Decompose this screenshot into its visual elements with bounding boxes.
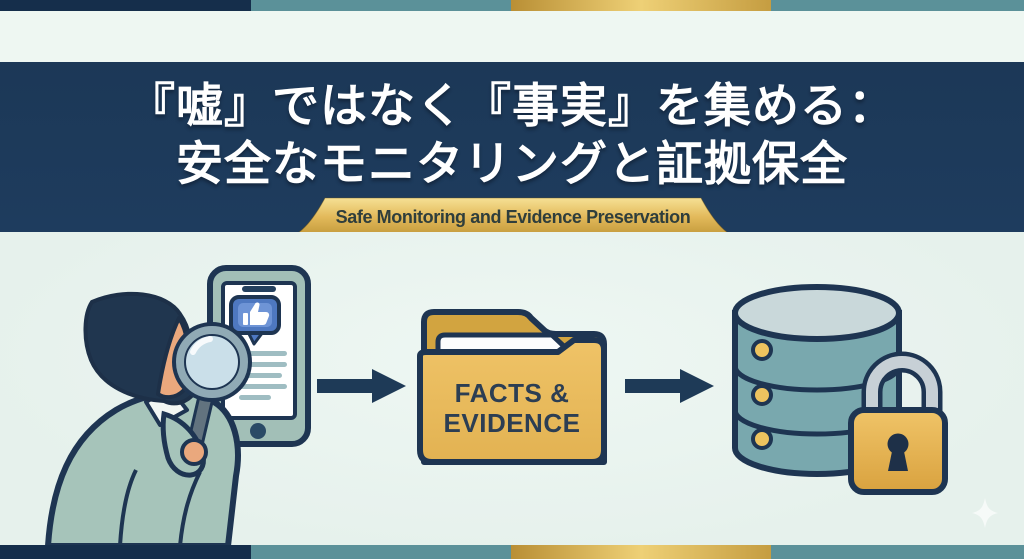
- database-led: [751, 428, 773, 450]
- jacket-fold2: [178, 471, 202, 545]
- page-title-line2: 安全なモニタリングと証拠保全: [176, 137, 848, 190]
- subtitle-ribbon: Safe Monitoring and Evidence Preservatio…: [298, 197, 728, 234]
- locked-database-icon: [732, 284, 948, 495]
- subtitle-text: Safe Monitoring and Evidence Preservatio…: [335, 206, 691, 227]
- arrow-right-icon: [625, 369, 714, 403]
- bottom-strip-segment-gold: [511, 545, 771, 559]
- folder-front: [417, 337, 607, 465]
- top-strip-segment-teal: [251, 0, 511, 11]
- database-led: [751, 384, 773, 406]
- database-led: [751, 339, 773, 361]
- page-title-line1: 『嘘』ではなく『事実』を集める：: [128, 79, 896, 132]
- ribbon-shape: [298, 197, 728, 234]
- illustration-area: FACTS & EVIDENCE: [0, 232, 1024, 545]
- hand: [180, 438, 208, 466]
- padlock-icon: [848, 351, 948, 495]
- person-monitoring-phone-icon: [45, 265, 311, 545]
- bottom-strip-segment-navy: [0, 545, 251, 559]
- top-accent-strip: [0, 0, 1024, 11]
- keyhole: [887, 433, 909, 471]
- phone-home-button: [250, 423, 266, 439]
- smartphone-icon: [207, 265, 311, 447]
- phone-notch: [242, 286, 276, 292]
- like-bubble-icon: [229, 295, 281, 346]
- jacket-fold: [118, 469, 138, 545]
- folder-label-line1: FACTS &: [455, 378, 570, 408]
- person-investigator: [45, 291, 241, 545]
- sparkle-icon: [972, 498, 998, 528]
- top-strip-segment-gold: [511, 0, 771, 11]
- database-icon: [732, 284, 902, 477]
- bottom-strip-segment-teal2: [771, 545, 1024, 559]
- top-strip-segment-teal2: [771, 0, 1024, 11]
- magnifying-glass-icon: [172, 322, 252, 402]
- arrow-right-icon: [317, 369, 406, 403]
- top-strip-segment-navy: [0, 0, 251, 11]
- folder-label-line2: EVIDENCE: [444, 408, 581, 438]
- bottom-accent-strip: [0, 545, 1024, 559]
- flow-diagram: FACTS & EVIDENCE: [45, 265, 998, 545]
- bottom-strip-segment-teal: [251, 545, 511, 559]
- upper-light-band: [0, 11, 1024, 62]
- thumbs-up-icon: [243, 302, 270, 325]
- facts-evidence-folder-icon: FACTS & EVIDENCE: [417, 309, 607, 465]
